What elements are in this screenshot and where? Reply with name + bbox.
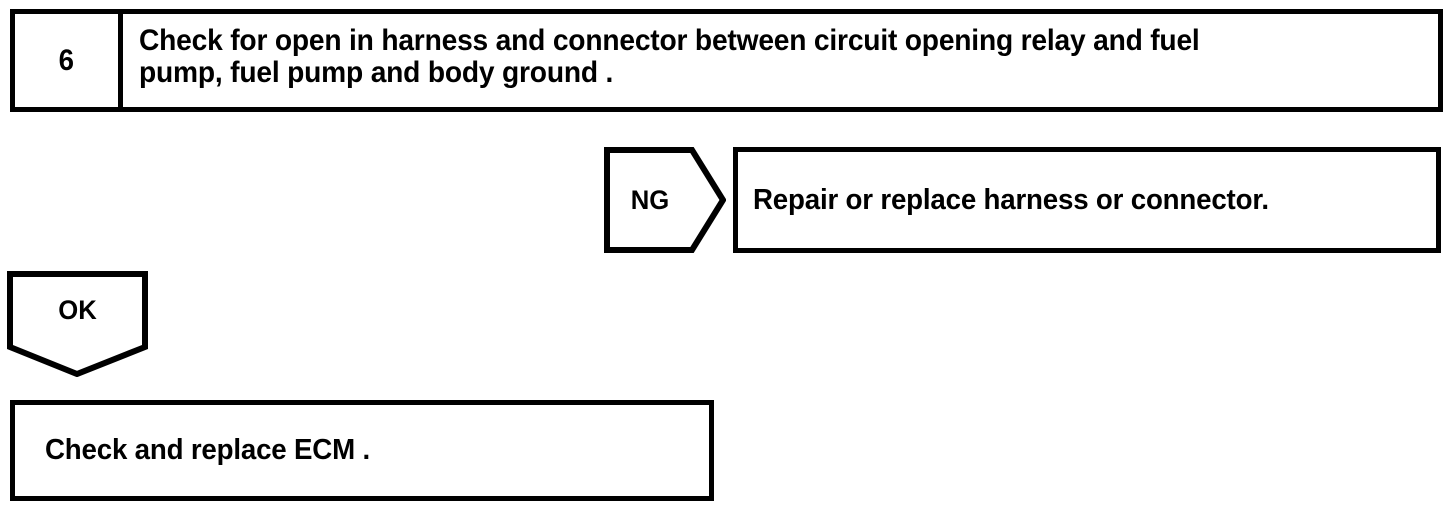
ok-result-text: Check and replace ECM . <box>45 434 370 467</box>
ok-result-box: Check and replace ECM . <box>10 400 714 501</box>
step-instruction-text: Check for open in harness and connector … <box>139 24 1200 89</box>
step-box: 6 Check for open in harness and connecto… <box>10 9 1443 112</box>
ok-label: OK <box>58 294 97 325</box>
step-instruction-cell: Check for open in harness and connector … <box>123 14 1438 107</box>
ng-label: NG <box>630 184 670 215</box>
ng-result-text: Repair or replace harness or connector. <box>753 183 1269 216</box>
ng-result-box: Repair or replace harness or connector. <box>733 147 1441 253</box>
step-number: 6 <box>58 43 75 77</box>
ng-arrow-icon <box>604 147 726 253</box>
step-number-cell: 6 <box>15 14 123 107</box>
ok-arrow-icon <box>7 271 148 377</box>
